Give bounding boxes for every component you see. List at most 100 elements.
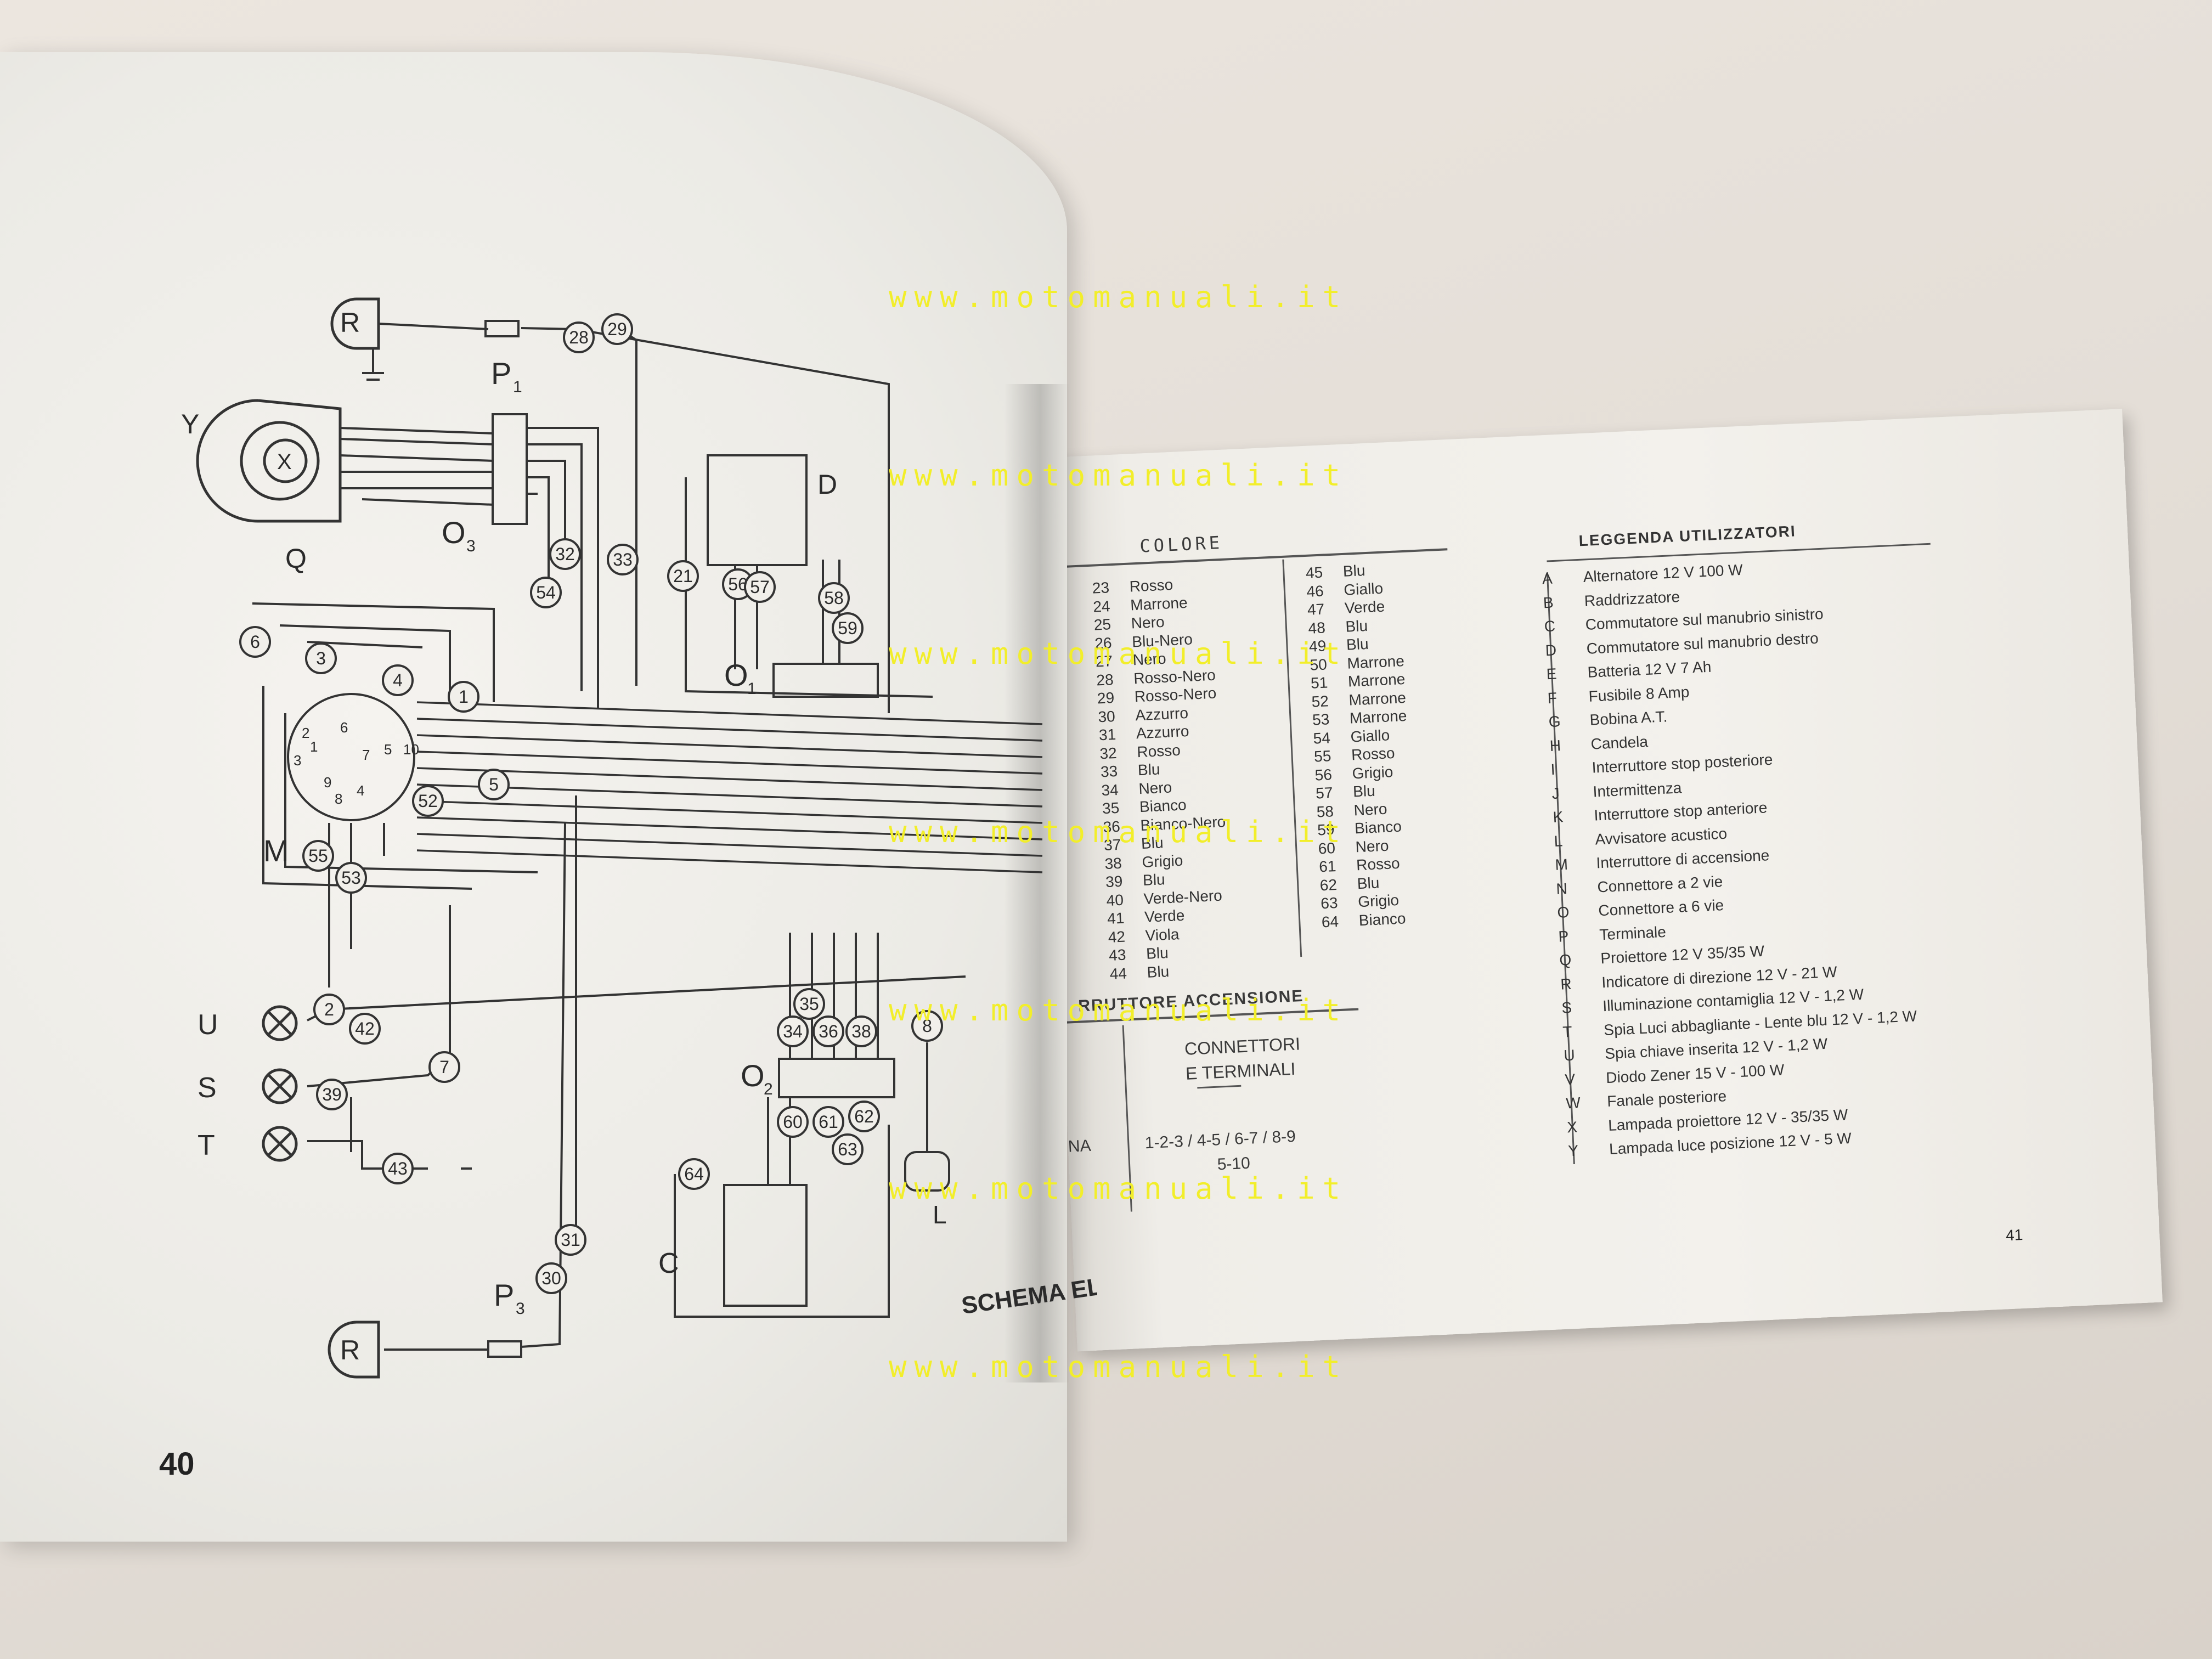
svg-text:Q: Q (285, 543, 307, 574)
legend-key: G (1548, 713, 1561, 731)
wire-colour: Nero (1131, 613, 1165, 632)
wire-colour: Bianco (1354, 817, 1402, 837)
wire-number-circle (793, 988, 825, 1020)
wire-colour: Nero (1355, 837, 1390, 855)
watermark-4: www.motomanuali.it (889, 815, 1348, 849)
wire-number: 31 (1098, 725, 1116, 744)
label-o1: O (724, 658, 748, 692)
wire-number-label: 61 (819, 1112, 838, 1132)
wire-colour: Blu (1357, 873, 1380, 892)
legend-value: Intermittenza (1592, 778, 1683, 800)
wire-number-label: 21 (673, 566, 693, 586)
label-o2: O (741, 1058, 765, 1093)
wire-number-label: 63 (838, 1139, 857, 1159)
wire-number-circle (412, 785, 444, 817)
legend-value: Fusibile 8 Amp (1588, 683, 1690, 705)
wire-colour: Viola (1144, 925, 1180, 944)
wire-number-label: 7 (439, 1057, 449, 1077)
legend-key: X (1566, 1118, 1578, 1136)
legend-key: Q (1559, 951, 1572, 969)
wire-number-circle (777, 1015, 809, 1047)
headlight-q: X Y Q (181, 399, 342, 574)
wire-number: 24 (1092, 597, 1111, 616)
wire-number: 46 (1306, 582, 1324, 600)
wire-colour: Blu (1146, 944, 1169, 962)
wire-colour: Verde (1144, 906, 1185, 926)
page-fold-shadow (1004, 384, 1070, 1383)
wire-number-circle (382, 1153, 414, 1184)
legend-key: E (1546, 665, 1558, 683)
wire-number-circle (667, 560, 699, 592)
wire-number-label: 55 (308, 846, 328, 866)
wire-number-label: 2 (324, 1000, 334, 1019)
legend-key: T (1562, 1023, 1573, 1041)
wire-number: 41 (1107, 909, 1125, 928)
wire-number-circle (818, 582, 850, 614)
wire-colour: Marrone (1346, 652, 1405, 672)
legend-key: B (1543, 594, 1554, 611)
wire-number-label: 32 (555, 544, 575, 564)
wire-number-label: 31 (561, 1230, 580, 1250)
wire-number-label: 35 (799, 994, 819, 1014)
wire-number-label: 33 (613, 550, 633, 569)
wire-number-label: 36 (819, 1022, 838, 1041)
switch-terminal-number: 1 (310, 738, 318, 755)
legend-key: L (1553, 832, 1563, 850)
wire-number: 33 (1100, 762, 1118, 781)
wire-colour: Grigio (1141, 851, 1183, 871)
wire-number-circle (428, 1051, 460, 1083)
legend-key: D (1545, 641, 1557, 659)
wire-colour: Blu (1352, 782, 1376, 800)
wire-number-label: 38 (851, 1022, 871, 1041)
legend-key: R (1560, 975, 1572, 993)
wire-number-label: 6 (250, 632, 260, 652)
wire-number-circle (335, 862, 367, 894)
wire-colour: Giallo (1343, 579, 1384, 599)
wire-colour: Rosso (1129, 575, 1173, 595)
legend-key: K (1552, 808, 1564, 826)
wire-number-circle (535, 1262, 567, 1294)
wire-number: 44 (1109, 964, 1127, 983)
legend-key: Y (1567, 1142, 1579, 1160)
legend-key: M (1554, 855, 1568, 873)
watermark-1: www.motomanuali.it (889, 280, 1348, 314)
wire-colour: Blu (1346, 635, 1369, 653)
legend-value: Candela (1590, 732, 1649, 753)
wire-colour: Blu (1345, 617, 1368, 635)
legend-key: V (1564, 1070, 1576, 1088)
caption-schema: SCHEMA ELETT (960, 1267, 1097, 1319)
wire-number: 42 (1108, 928, 1126, 946)
wire-number-circle (382, 664, 414, 696)
label-o3: O (442, 515, 466, 550)
wire-number: 39 (1105, 872, 1124, 891)
wire-number-label: 58 (824, 588, 844, 608)
wire-number-circle (549, 538, 581, 570)
wire-number-label: 59 (838, 618, 857, 638)
switch-terminal-number: 2 (302, 725, 309, 741)
wire-number: 45 (1305, 563, 1323, 582)
wire-number: 30 (1097, 707, 1116, 725)
wire-colour: Giallo (1350, 726, 1390, 746)
wire-colour: Marrone (1347, 670, 1406, 690)
wire-number-circle (563, 321, 595, 353)
wire-number-label: 29 (607, 319, 627, 339)
wire-colour: Bianco (1139, 796, 1187, 816)
wire-number: 23 (1092, 579, 1110, 597)
page-number-40: 40 (159, 1446, 195, 1482)
legend-key: U (1563, 1046, 1576, 1064)
label-m: M (263, 833, 289, 868)
wire-colour: Rosso (1351, 744, 1396, 764)
wire-number-circle (305, 642, 337, 674)
legend-key: S (1561, 998, 1572, 1017)
wire-colour: Blu (1147, 962, 1170, 981)
wire-number-label: 30 (541, 1268, 561, 1288)
label-r-bottom: R (340, 1335, 360, 1365)
watermark-6: www.motomanuali.it (889, 1171, 1348, 1206)
wire-number: 38 (1104, 854, 1122, 872)
wire-number-circle (478, 769, 510, 800)
wire-number-label: 4 (393, 670, 403, 690)
label-t: T (198, 1130, 215, 1161)
wire-colour: Blu (1137, 760, 1161, 779)
